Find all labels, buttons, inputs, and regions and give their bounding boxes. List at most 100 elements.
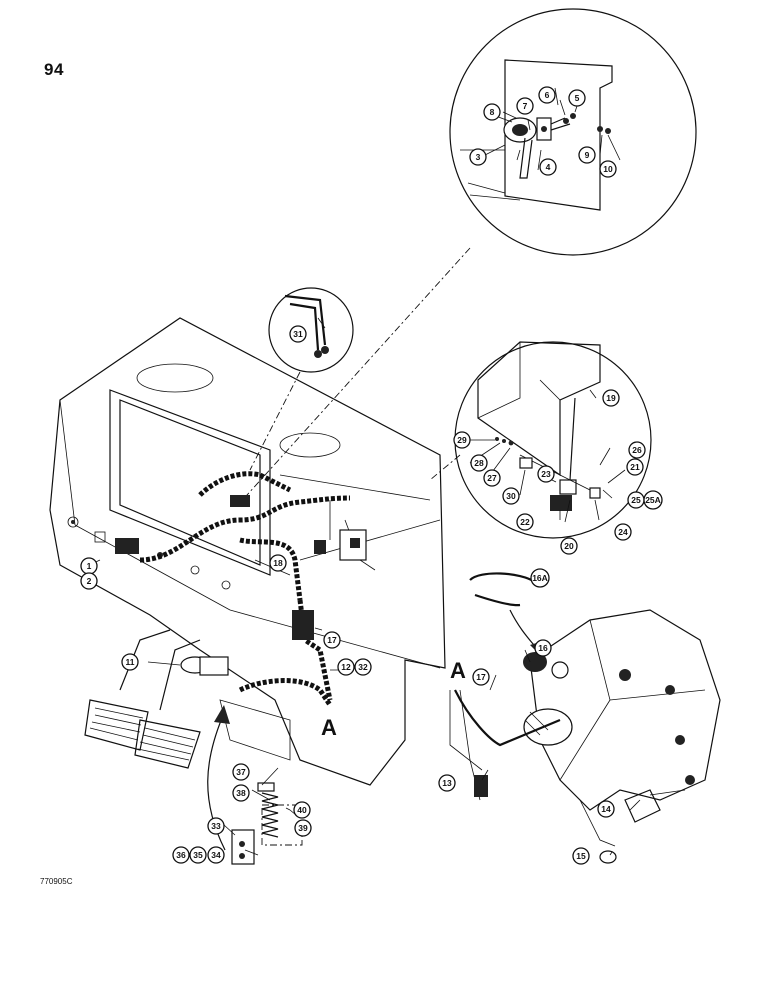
svg-text:11: 11: [126, 657, 135, 667]
figure-code: 770905C: [40, 877, 73, 886]
svg-text:31: 31: [293, 329, 303, 339]
detail-circle-cables: [249, 287, 354, 471]
svg-text:18: 18: [273, 558, 283, 568]
svg-text:5: 5: [575, 93, 580, 103]
callout: 32: [354, 658, 372, 676]
page-number: 94: [44, 60, 64, 79]
svg-text:17: 17: [327, 635, 337, 645]
callout: 18: [269, 554, 287, 572]
svg-text:22: 22: [520, 517, 530, 527]
callout: 3: [469, 148, 487, 166]
callout: 38: [232, 784, 250, 802]
svg-text:30: 30: [506, 491, 516, 501]
svg-text:10: 10: [603, 164, 613, 174]
svg-text:16: 16: [538, 643, 548, 653]
dash-panel: [49, 317, 446, 786]
svg-text:32: 32: [358, 662, 368, 672]
callout: 39: [294, 819, 312, 837]
svg-text:38: 38: [236, 788, 246, 798]
callout: 17: [472, 668, 490, 686]
callout: 12: [337, 658, 355, 676]
callout: 37: [232, 763, 250, 781]
callout: 4: [539, 158, 557, 176]
spring-assembly: [231, 782, 303, 865]
callout: 24: [614, 523, 632, 541]
callout: 22: [516, 513, 534, 531]
svg-text:26: 26: [632, 445, 642, 455]
callout: 30: [502, 487, 520, 505]
callout: 34: [207, 846, 225, 864]
callout: 10: [599, 160, 617, 178]
svg-text:6: 6: [545, 90, 550, 100]
callout: 8: [483, 103, 501, 121]
svg-text:17: 17: [476, 672, 486, 682]
svg-text:25: 25: [631, 495, 641, 505]
callout: 25A: [643, 490, 663, 510]
svg-text:27: 27: [487, 473, 497, 483]
callout: 15: [572, 847, 590, 865]
svg-text:13: 13: [442, 778, 452, 788]
svg-text:4: 4: [546, 162, 551, 172]
callout: 7: [516, 97, 534, 115]
svg-text:39: 39: [298, 823, 308, 833]
transmission: [523, 609, 721, 811]
callout: 33: [207, 817, 225, 835]
callout: 1: [80, 557, 98, 575]
svg-text:35: 35: [193, 850, 203, 860]
svg-text:9: 9: [585, 150, 590, 160]
callout: 16A: [530, 568, 550, 588]
svg-text:33: 33: [211, 821, 221, 831]
callout: 35: [189, 846, 207, 864]
svg-text:15: 15: [576, 851, 586, 861]
connector-letter-a: A: [450, 658, 466, 683]
callout: 9: [578, 146, 596, 164]
svg-text:25A: 25A: [645, 495, 661, 505]
callout: 5: [568, 89, 586, 107]
svg-text:40: 40: [297, 805, 307, 815]
wiring-harness: [139, 471, 376, 707]
svg-text:12: 12: [341, 662, 351, 672]
callout: 25: [627, 491, 645, 509]
svg-text:23: 23: [541, 469, 551, 479]
callout: 27: [483, 469, 501, 487]
svg-text:16A: 16A: [532, 573, 548, 583]
detail-circle-top: [449, 8, 697, 256]
callout: 26: [628, 441, 646, 459]
callout: 23: [537, 465, 555, 483]
leader-line: [237, 247, 471, 506]
callout: 28: [470, 454, 488, 472]
callout: 17: [323, 631, 341, 649]
svg-text:37: 37: [236, 767, 246, 777]
callout: 19: [602, 389, 620, 407]
callout: 36: [172, 846, 190, 864]
svg-text:3: 3: [476, 152, 481, 162]
callout: 29: [453, 431, 471, 449]
hose: [469, 572, 536, 583]
svg-text:28: 28: [474, 458, 484, 468]
callout: 14: [597, 800, 615, 818]
callout: 6: [538, 86, 556, 104]
svg-text:19: 19: [606, 393, 616, 403]
svg-text:2: 2: [87, 576, 92, 586]
callout: 2: [80, 572, 98, 590]
callout: 21: [626, 458, 644, 476]
svg-text:29: 29: [457, 435, 467, 445]
svg-text:34: 34: [211, 850, 221, 860]
brake-pedals: [84, 629, 229, 769]
svg-text:7: 7: [523, 101, 528, 111]
svg-text:21: 21: [630, 462, 640, 472]
connector-letter-a: A: [321, 715, 337, 740]
svg-text:8: 8: [490, 107, 495, 117]
callout: 40: [293, 801, 311, 819]
callout: 13: [438, 774, 456, 792]
callout: 31: [289, 325, 307, 343]
callout: 20: [560, 537, 578, 555]
svg-text:14: 14: [601, 804, 611, 814]
svg-text:24: 24: [618, 527, 628, 537]
svg-text:20: 20: [564, 541, 574, 551]
callout: 11: [121, 653, 139, 671]
detail-circle-right: [429, 341, 652, 539]
svg-text:36: 36: [176, 850, 186, 860]
callout: 16: [534, 639, 552, 657]
